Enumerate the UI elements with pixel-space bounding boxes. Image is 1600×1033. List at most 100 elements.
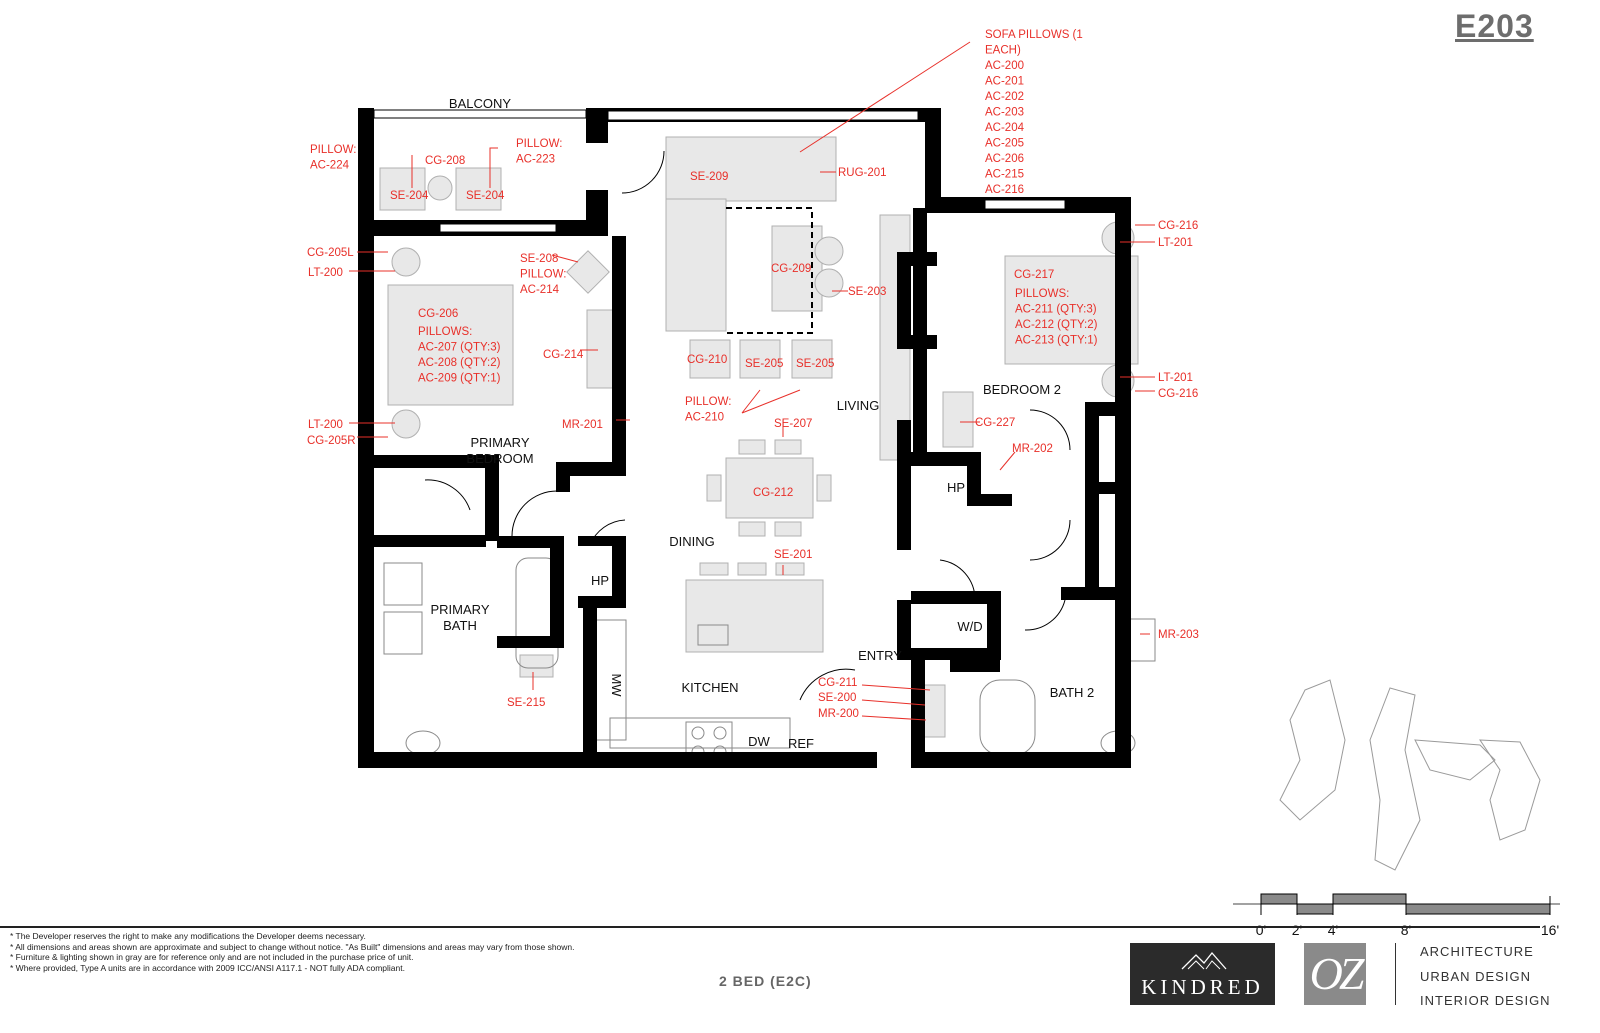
wall-closet-bottom [374, 535, 486, 547]
tag-pillow-ac-224-line-1: AC-224 [310, 160, 350, 172]
leader-pillow-ac210 [741, 389, 801, 414]
bath2-door-swing [1024, 599, 1066, 631]
armchair-right [791, 339, 833, 379]
tag-cg-210: CG-210 [687, 354, 727, 366]
scale-labels: 0'2'4'8'16' [1256, 922, 1559, 938]
vanity-sink-1 [383, 562, 423, 606]
room-label-bath-2: BATH 2 [1050, 685, 1095, 700]
living-window [607, 110, 919, 121]
wall-left [358, 108, 374, 768]
closet-door-swing [424, 479, 471, 511]
bedroom2-closet-swing-1 [1029, 409, 1071, 451]
dining-chair-3 [738, 521, 766, 537]
firm-divider [1395, 943, 1396, 1005]
balcony-chair-right [455, 167, 502, 211]
tag-se-205-left: SE-205 [745, 358, 783, 370]
wall-kitchen-left [583, 596, 597, 768]
wall-tv-left [897, 252, 911, 347]
scale-bar [1233, 893, 1560, 915]
dining-table [725, 457, 814, 519]
primary-dresser [586, 309, 616, 389]
bedroom2-window [984, 199, 1066, 210]
bath2-shower [979, 679, 1036, 756]
fixture-label-refrigerator: REF [788, 736, 814, 751]
wall-bath2-top-left [950, 660, 1000, 672]
note-line: * Furniture & lighting shown in gray are… [10, 952, 414, 962]
wall-wd-bottom [911, 648, 991, 660]
entry-bench [922, 684, 946, 738]
primary-lamp-bottom [391, 409, 421, 439]
tag-cg-209: CG-209 [771, 263, 811, 275]
tag-se-204-right: SE-204 [466, 190, 505, 202]
room-label-bedroom-2: BEDROOM 2 [983, 382, 1061, 397]
tag-primary-pillows-line-2: AC-208 (QTY:2) [418, 357, 501, 369]
wall-balcony-corner [586, 108, 608, 143]
room-label-primary-bath-2: BATH [443, 618, 477, 633]
leader-sofa-pillows [799, 41, 971, 153]
wall-hp2-right [967, 452, 981, 504]
tag-mr-201: MR-201 [562, 419, 603, 431]
wall-living-right [925, 108, 941, 208]
oz-wordmark: OZ [1309, 948, 1365, 999]
primary-window [439, 223, 557, 233]
room-label-primary-bedroom-2: BEDROOM [466, 451, 533, 466]
wall-bedroom2-left [913, 208, 927, 453]
leader-mr202 [999, 451, 1016, 471]
tag-cg-227: CG-227 [975, 417, 1015, 429]
scale-seg-3 [1332, 893, 1407, 905]
tag-se-205-right: SE-205 [796, 358, 834, 370]
tag-lt-200-top: LT-200 [308, 267, 343, 279]
tag-mr-203: MR-203 [1158, 629, 1199, 641]
tag-cg-206: CG-206 [418, 308, 458, 320]
kindred-wordmark: KINDRED [1141, 975, 1264, 999]
wall-primary-door-jamb [556, 462, 570, 492]
tag-cg-212: CG-212 [753, 487, 793, 499]
balcony-door-swing [621, 150, 665, 194]
tag-se-207: SE-207 [774, 418, 812, 430]
tag-sofa-pillows-line-6: AC-204 [985, 122, 1025, 134]
wall-wd-right [987, 591, 1001, 660]
wall-entry-jamb [863, 752, 877, 768]
wall-bottom-left [358, 752, 863, 768]
tag-se-209: SE-209 [690, 171, 728, 183]
key-building-2 [1369, 687, 1421, 871]
sofa-chaise [665, 198, 727, 332]
tag-sofa-pillows-line-5: AC-203 [985, 107, 1024, 119]
wall-primary-bath-top [374, 455, 499, 468]
tag-pillow-ac-210-line-0: PILLOW: [685, 396, 731, 408]
balcony-rail [373, 109, 587, 119]
wall-closet2-divider-lower [1085, 494, 1099, 587]
room-label-entry: ENTRY [858, 648, 902, 663]
wall-wd-left [897, 600, 911, 660]
key-building-3 [1479, 739, 1541, 841]
tag-sofa-pillows-line-3: AC-201 [985, 76, 1024, 88]
kindred-logo: KINDRED [1130, 943, 1275, 1005]
firm-line-architecture: ARCHITECTURE [1420, 944, 1534, 959]
wall-tub-top [497, 536, 564, 548]
wall-primary-bath-divider [485, 455, 499, 541]
dining-chair-5 [706, 474, 722, 502]
wall-hp-right [612, 536, 626, 606]
tag-sofa-pillows-line-0: SOFA PILLOWS (1 [985, 29, 1083, 41]
scale-seg-2 [1296, 903, 1334, 915]
tag-layer: SOFA PILLOWS (1EACH)AC-200AC-201AC-202AC… [307, 29, 1199, 720]
tag-cg-211: CG-211 [818, 677, 857, 689]
tag-mr-200: MR-200 [818, 708, 859, 720]
footer-rule [0, 926, 1540, 928]
unit-number: E203 [1455, 8, 1534, 44]
fixture-label-hp-bedroom2: HP [947, 480, 965, 495]
tag-pillow-ac-224-line-0: PILLOW: [310, 144, 356, 156]
wall-hp2-left [897, 420, 911, 550]
balcony-chair-left [379, 167, 426, 211]
tag-mr-202: MR-202 [1012, 443, 1053, 455]
firm-line-urban-design: URBAN DESIGN [1420, 968, 1531, 984]
room-label-primary-bath-1: PRIMARY [431, 602, 490, 617]
side-stool-2 [814, 268, 844, 298]
burner-2 [713, 726, 727, 740]
furniture-layer [379, 136, 1139, 738]
wall-hp-top [578, 536, 626, 546]
tag-se-208-line-2: AC-214 [520, 284, 560, 296]
dining-chair-6 [816, 474, 832, 502]
